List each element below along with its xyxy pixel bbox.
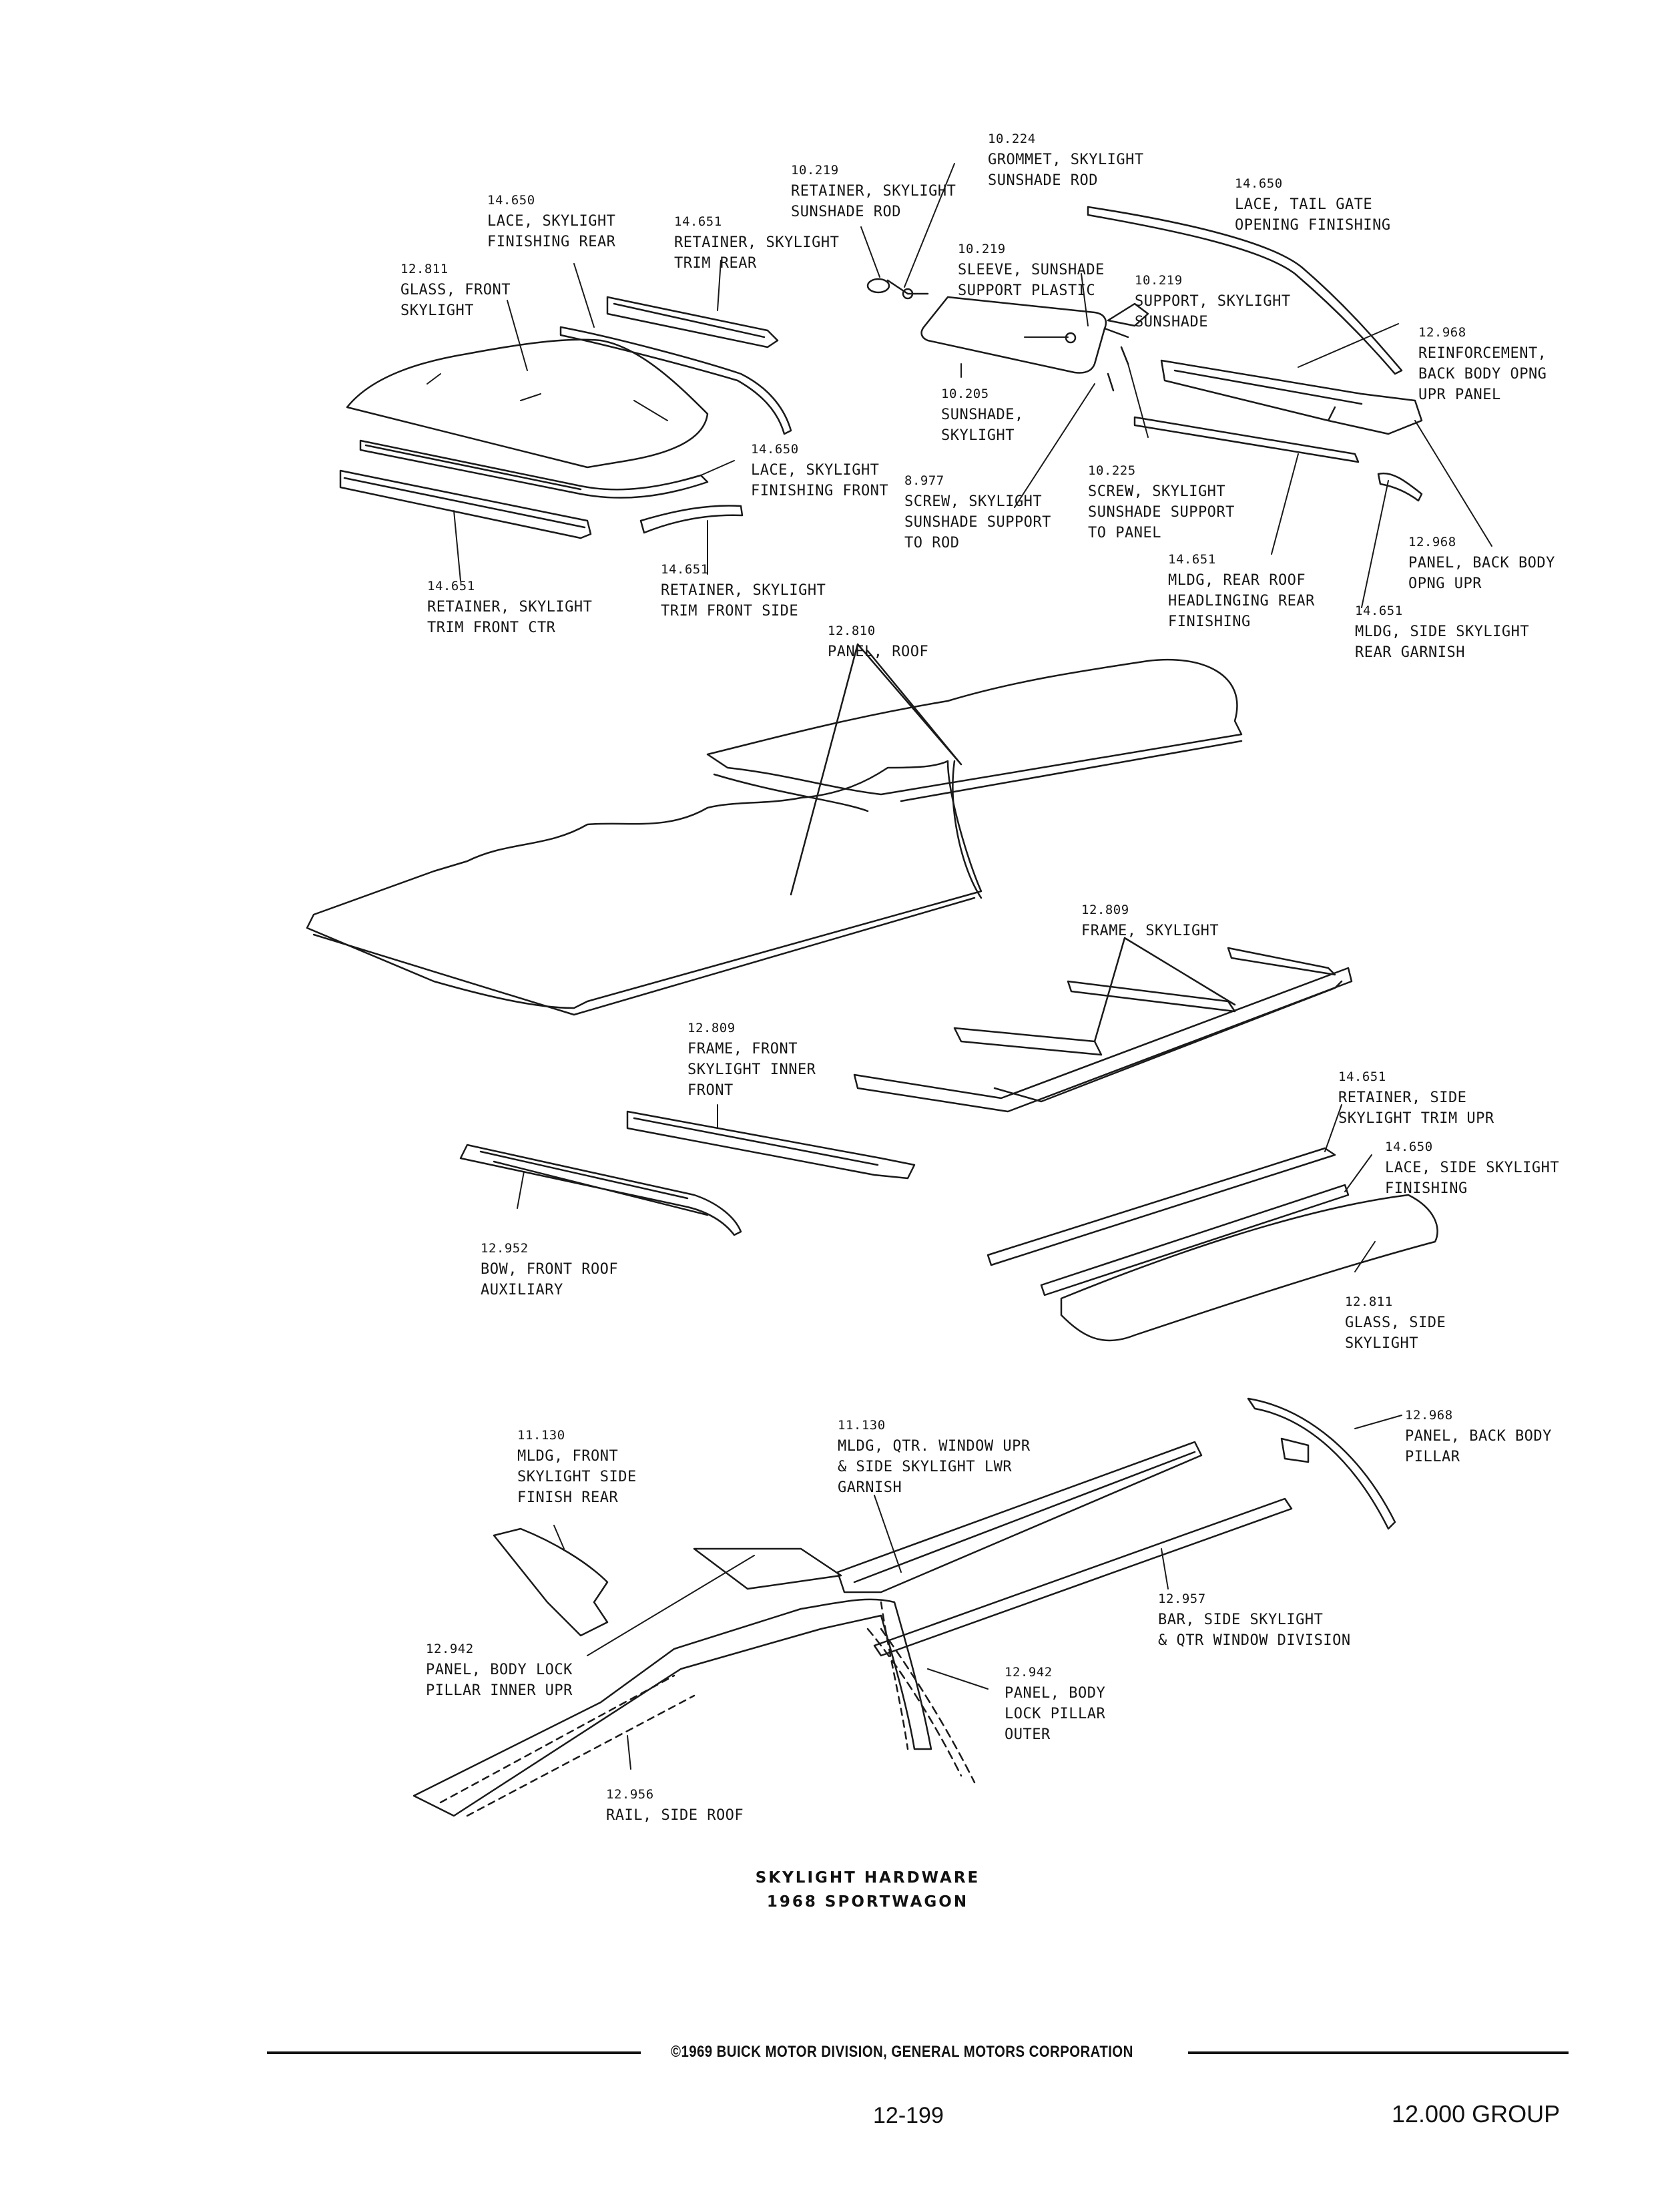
glass-side-skylight [1061, 1195, 1438, 1340]
panel-back-body-opng-upr [1378, 473, 1422, 501]
retainer-skylight-trim-front-ctr [340, 471, 591, 538]
lace-skylight-finishing-rear [561, 327, 791, 434]
side-roof-rail-assembly [414, 1549, 931, 1816]
caption-subtitle: 1968 SPORTWAGON [766, 1893, 969, 1911]
footer-rule-left [267, 2051, 641, 2054]
skylight-frame [854, 948, 1352, 1112]
caption-title: SKYLIGHT HARDWARE [755, 1869, 981, 1887]
panel-back-body-pillar [1248, 1399, 1395, 1529]
sunshade-assembly [868, 279, 1148, 391]
panel-body-lock-pillar-outer [868, 1629, 974, 1782]
group-number: 12.000 GROUP [1392, 2100, 1561, 2128]
bow-front-roof-auxiliary [461, 1145, 741, 1235]
footer-rule-right [1188, 2051, 1569, 2054]
mldg-front-skylight-side-finish-rear [494, 1529, 607, 1636]
frame-front-skylight-inner [627, 1112, 914, 1178]
leader-lines [454, 164, 1492, 1769]
frame-pointer-lines [1095, 938, 1235, 1041]
footer-copyright: ©1969 BUICK MOTOR DIVISION, GENERAL MOTO… [671, 2043, 1133, 2061]
lace-skylight-finishing-front [360, 441, 708, 498]
retainer-skylight-trim-rear [607, 297, 778, 347]
lace-tail-gate-opening-finishing [1088, 207, 1402, 374]
retainer-side-skylight-trim-upr [988, 1148, 1335, 1265]
reinforcement-back-body-opng [1161, 360, 1422, 434]
mldg-rear-roof-headlining [1135, 417, 1358, 462]
roof-panel [307, 660, 1241, 1015]
roof-pointer-lines [791, 644, 961, 895]
front-skylight-glass [347, 340, 708, 467]
figure-caption: SKYLIGHT HARDWARE 1968 SPORTWAGON [601, 1866, 1135, 1914]
retainer-skylight-trim-front-side [641, 505, 742, 533]
bar-side-skylight-qtr-window [874, 1499, 1292, 1656]
page-number: 12-199 [873, 2103, 944, 2128]
mldg-qtr-window-upr [838, 1442, 1201, 1592]
lace-side-skylight-finishing [1041, 1185, 1348, 1295]
